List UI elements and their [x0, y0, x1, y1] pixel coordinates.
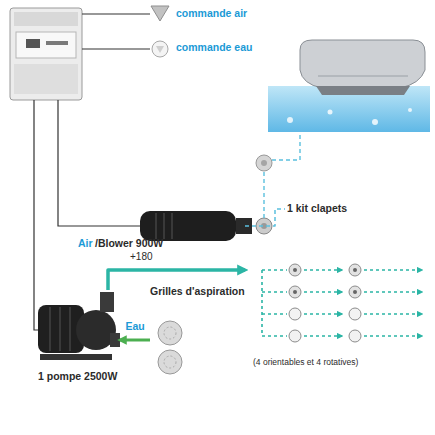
panel-switch: [46, 41, 68, 45]
jet-arrow: [304, 269, 342, 271]
water-button: [152, 41, 168, 57]
node-label: Grilles d'aspiration: [150, 285, 245, 297]
jet-core: [293, 290, 297, 294]
jet-arrow: [304, 291, 342, 293]
jet-arrow: [304, 335, 342, 337]
jet-line: [262, 269, 287, 271]
jet-nozzle: [349, 308, 361, 320]
spa-plate-slot: [316, 86, 410, 95]
jet-line: [262, 291, 287, 293]
blower-fin: [156, 213, 157, 239]
jet-line: [262, 313, 287, 315]
valve-core: [261, 160, 267, 166]
panel-bottom: [14, 64, 78, 94]
panel-top: [14, 12, 78, 26]
jet-line: [262, 335, 287, 337]
wire: [58, 100, 140, 226]
bubble: [287, 117, 293, 123]
node-label: commande eau: [176, 41, 252, 53]
suction-grille: [158, 350, 182, 374]
spa-water: [268, 86, 430, 132]
diagram-node: 1 pompe 2500W: [20, 290, 120, 386]
panel-window: [16, 32, 76, 58]
panel-display: [26, 39, 40, 48]
jet-line: [261, 270, 263, 336]
pump-fin: [50, 307, 51, 351]
node-label: 1 kit clapets: [287, 202, 347, 214]
valve-core: [261, 223, 267, 229]
diagram-node: 1 kit clapets: [285, 200, 385, 218]
jet-arrow: [364, 335, 422, 337]
jet-arrow: [364, 313, 422, 315]
air-line: [263, 172, 264, 218]
pump-fin: [60, 307, 61, 351]
wire: [82, 13, 150, 14]
node-label: (4 orientables et 4 rotatives): [253, 358, 358, 368]
jet-nozzle: [349, 286, 361, 298]
jet-arrow: [304, 313, 342, 315]
blower-body: [140, 211, 236, 241]
diagram-node: Air/Blower 900W +180: [75, 200, 245, 266]
grille-pattern: [164, 356, 176, 368]
jet-nozzle: [289, 264, 301, 276]
wire: [82, 48, 150, 49]
jet-nozzle: [289, 330, 301, 342]
pump-base: [40, 354, 112, 360]
pump-fin: [70, 307, 71, 351]
valve: [256, 155, 272, 171]
flow-connector: [245, 209, 285, 226]
node-label: Air: [78, 237, 93, 249]
jet-arrow: [364, 269, 422, 271]
jet-core: [293, 268, 297, 272]
node-label: /Blower 900W: [95, 237, 163, 249]
wire: [34, 100, 40, 330]
bubble: [372, 119, 378, 125]
node-label: 1 pompe 2500W: [38, 370, 117, 382]
pump-inlet: [110, 333, 120, 347]
bubble: [328, 110, 333, 115]
grille-pattern: [164, 327, 176, 339]
suction-grille: [158, 321, 182, 345]
jet-arrow: [364, 291, 422, 293]
diagram-node: commande air: [150, 2, 262, 26]
control-panel: [10, 8, 82, 100]
node-label: commande air: [176, 7, 247, 19]
node-label: +180: [130, 251, 153, 263]
jet-core: [353, 268, 357, 272]
jet-core: [353, 290, 357, 294]
valve: [256, 218, 272, 234]
blower-fin: [164, 213, 165, 239]
jet-nozzle: [289, 308, 301, 320]
air-line: [272, 134, 300, 160]
diagram-node: commande eau: [150, 37, 262, 61]
diagram-node: (4 orientables et 4 rotatives): [245, 258, 430, 374]
spa-plate: [300, 40, 425, 88]
jet-nozzle: [289, 286, 301, 298]
jet-nozzle: [349, 330, 361, 342]
blower-outlet: [236, 218, 252, 234]
diagram-node: Grilles d'aspiration: [150, 283, 250, 378]
plate-line: [318, 76, 408, 77]
blower-fin: [172, 213, 173, 239]
air-button: [151, 6, 169, 21]
pump-outlet: [100, 292, 114, 312]
water-button-mark: [156, 46, 164, 53]
jet-nozzle: [349, 264, 361, 276]
edge-label: Eau: [126, 320, 145, 332]
flow-connector: [120, 339, 150, 342]
bubble: [408, 108, 412, 112]
jet-grid: [262, 264, 422, 342]
